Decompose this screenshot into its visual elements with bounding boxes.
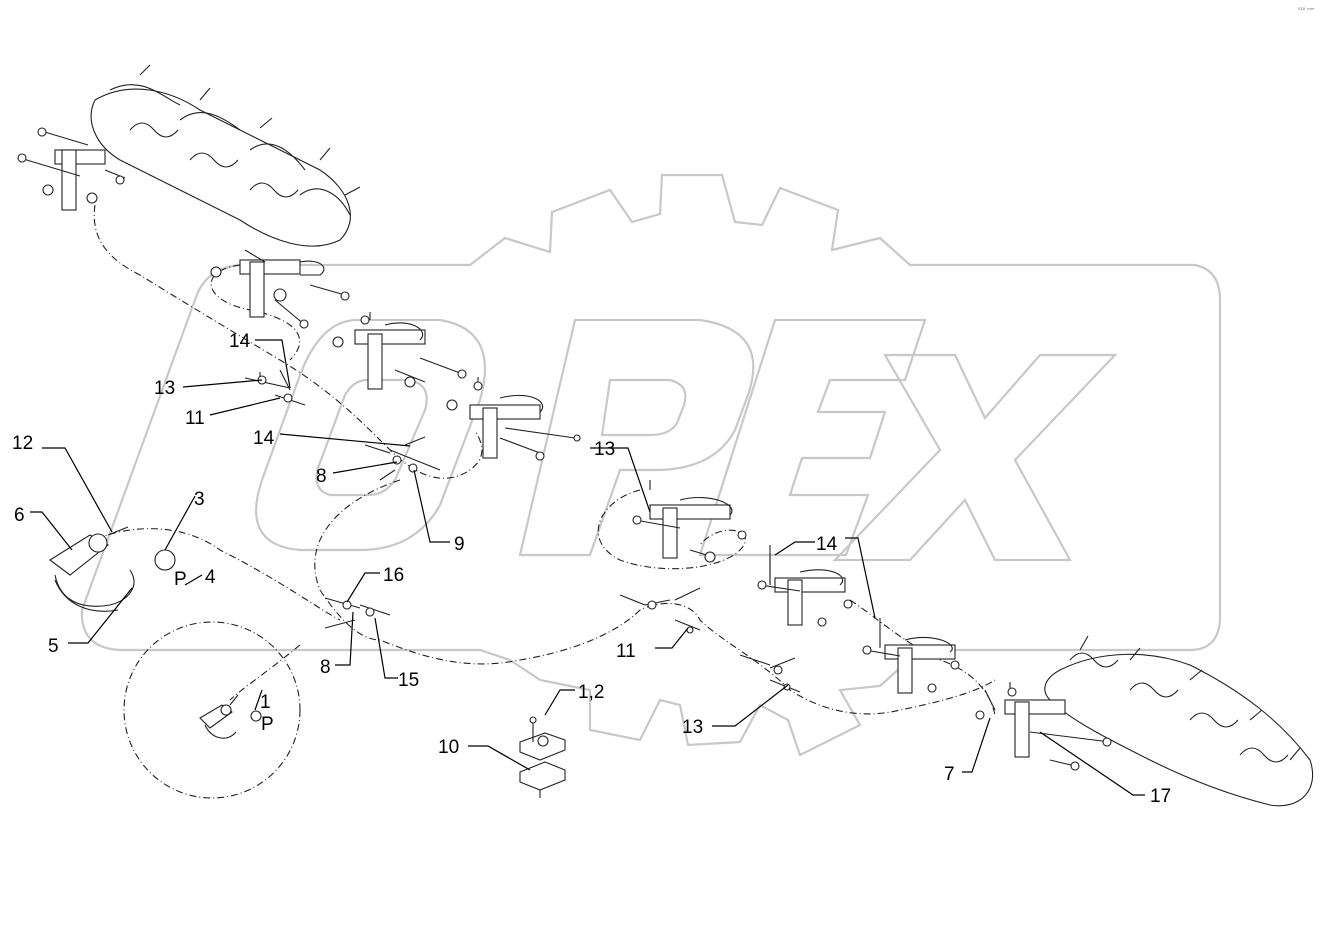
callout-label: 4 xyxy=(205,567,216,588)
callout-label: 16 xyxy=(383,565,404,586)
callout-label: 11 xyxy=(185,408,205,429)
watermark-letter-p xyxy=(518,318,755,557)
watermark-logo xyxy=(80,173,1222,757)
callout-label: 14 xyxy=(816,534,838,555)
callout-label: 13 xyxy=(682,717,703,738)
bracket-2 xyxy=(332,312,467,390)
watermark-letter-e xyxy=(698,318,927,557)
hose-coupler-lead xyxy=(59,528,341,621)
callout-label: 13 xyxy=(594,439,615,460)
bracket-1 xyxy=(210,249,350,329)
corner-mark: ⁰¹⁰ ᵐᵐ xyxy=(1298,7,1315,14)
watermark-letter-x xyxy=(832,353,1118,562)
callout-labels: 14 13 11 14 8 9 12 6 3 4 5 1 16 8 15 13 … xyxy=(12,331,1171,807)
watermark-letter-o xyxy=(255,318,487,552)
callout-label: 12 xyxy=(12,433,33,454)
callout-label: 15 xyxy=(398,670,419,691)
tine-section-top-left xyxy=(17,64,361,247)
clamp-blocks xyxy=(519,716,566,798)
callout-label: 9 xyxy=(454,534,465,555)
hose-detail-lead xyxy=(229,644,301,701)
hose-lines xyxy=(59,204,996,716)
bracket-6 xyxy=(862,618,960,694)
callout-label: 6 xyxy=(14,505,25,526)
callout-label: 17 xyxy=(1150,786,1171,807)
coupler-assembly xyxy=(49,526,176,612)
p-marker: P xyxy=(174,569,187,590)
bracket-4 xyxy=(632,480,747,563)
detail-coupler xyxy=(199,694,262,739)
callout-label: 10 xyxy=(438,737,459,758)
callout-label: 1 xyxy=(260,692,271,713)
callout-label: 8 xyxy=(320,657,331,678)
callout-label: 13 xyxy=(154,378,175,399)
hose-mid-loop xyxy=(314,479,996,715)
p-marker: P xyxy=(261,714,274,735)
bracket-3 xyxy=(446,377,581,461)
callout-label: 7 xyxy=(944,764,955,785)
detail-circle xyxy=(123,621,301,799)
hose-upper-left xyxy=(93,204,483,479)
callout-label: 14 xyxy=(229,331,251,352)
leader-lines xyxy=(30,339,1145,796)
tine-section-bottom-right xyxy=(975,635,1314,807)
callout-label: 11 xyxy=(616,641,636,662)
callout-label: 3 xyxy=(194,489,205,510)
hose-right-end xyxy=(849,599,996,716)
watermark-gear-outline xyxy=(80,173,1222,757)
callout-label: 14 xyxy=(253,428,275,449)
bracket-5 xyxy=(757,555,853,627)
callout-label: 1,2 xyxy=(578,682,604,703)
callout-label: 8 xyxy=(316,466,327,487)
callout-label: 5 xyxy=(48,636,59,657)
